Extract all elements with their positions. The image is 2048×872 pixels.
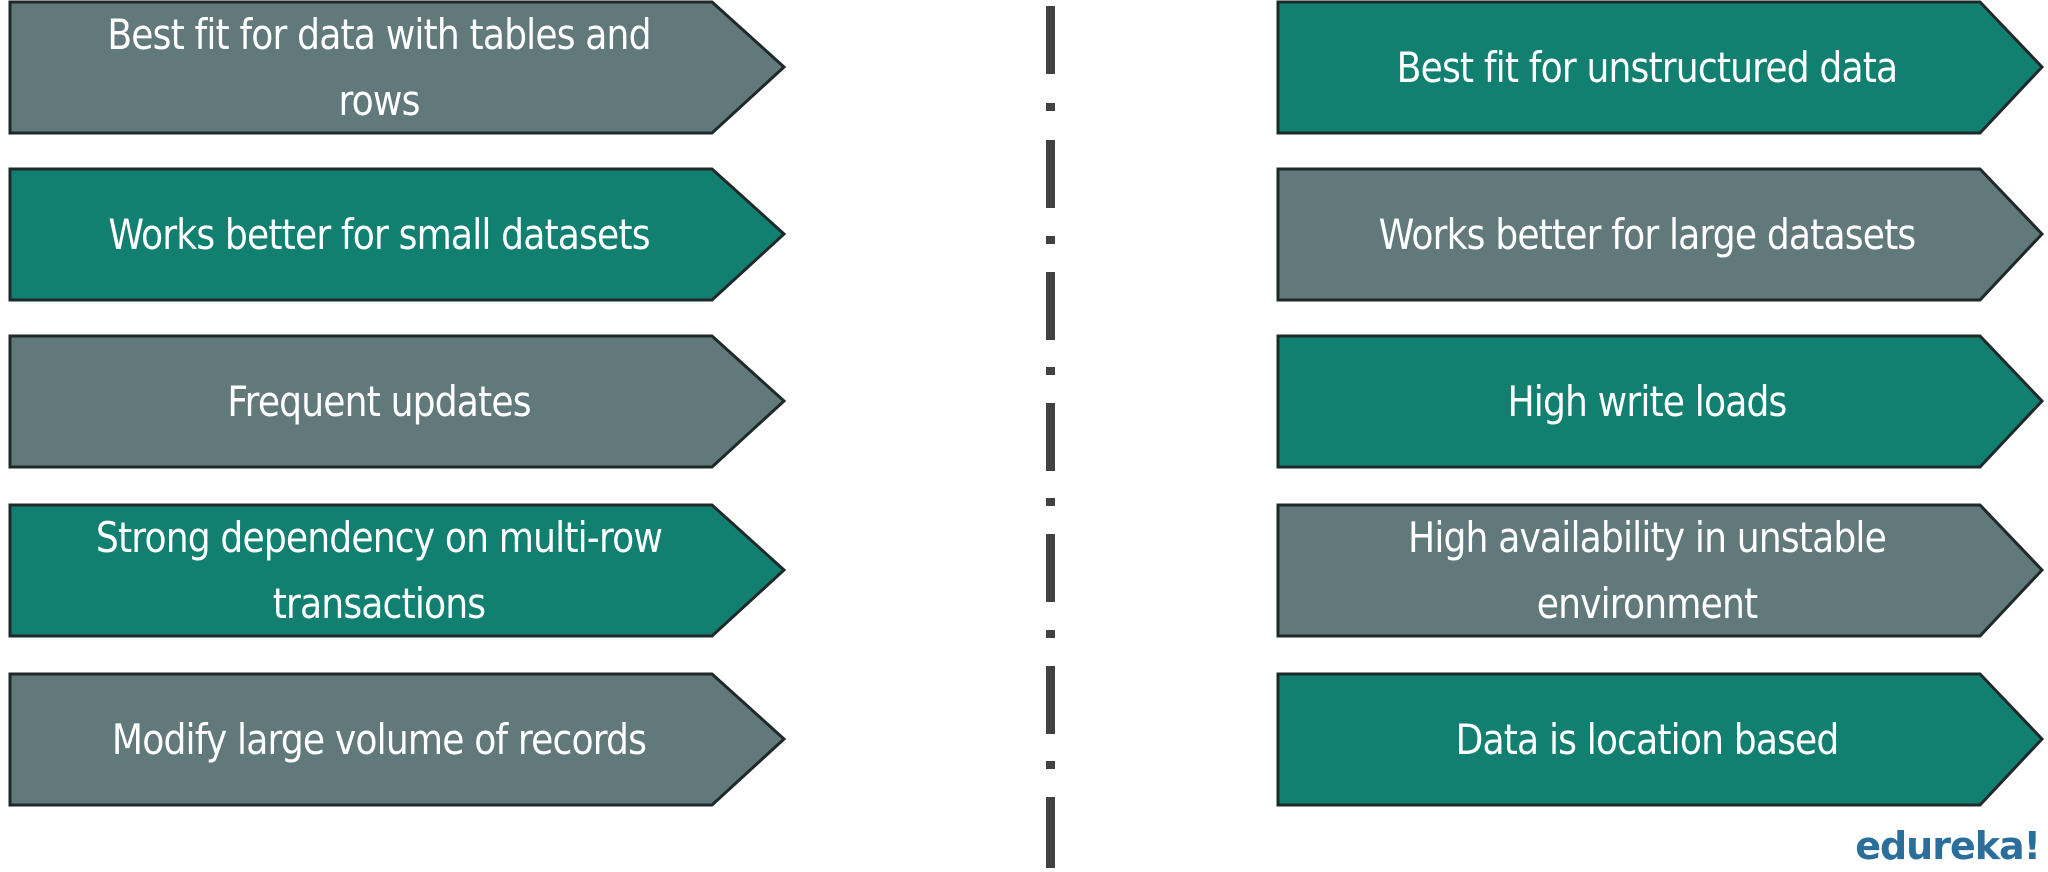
left-arrow-1-label: Best fit for data with tables and rows xyxy=(107,9,651,125)
arrow-fill xyxy=(1276,0,2045,135)
arrow-shape xyxy=(8,334,787,469)
left-arrow-5: Modify large volume of records xyxy=(8,672,788,807)
right-arrow-5: Data is location based xyxy=(1276,672,2048,807)
left-arrow-1: Best fit for data with tables and rows xyxy=(8,0,788,135)
left-arrow-3-label: Frequent updates xyxy=(227,376,531,426)
arrow-shape xyxy=(1276,672,2045,807)
arrow-fill xyxy=(8,0,787,135)
arrow-fill xyxy=(8,167,787,302)
edureka-logo: edureka! xyxy=(1855,824,2041,868)
arrow-fill xyxy=(8,334,787,469)
arrow-shape xyxy=(1276,503,2045,638)
arrow-shape xyxy=(1276,334,2045,469)
left-arrow-5-label: Modify large volume of records xyxy=(111,714,647,764)
arrow-shape xyxy=(1276,0,2045,135)
dash-dot-divider xyxy=(1046,6,1055,868)
divider-segments xyxy=(1046,6,1055,868)
right-arrow-2: Works better for large datasets xyxy=(1276,167,2048,302)
arrow-fill xyxy=(1276,167,2045,302)
right-arrow-3-label: High write loads xyxy=(1507,376,1787,426)
left-arrow-3: Frequent updates xyxy=(8,334,788,469)
arrow-fill xyxy=(1276,334,2045,469)
arrow-fill xyxy=(1276,672,2045,807)
arrow-shape xyxy=(8,672,787,807)
right-arrow-2-label: Works better for large datasets xyxy=(1378,209,1917,259)
right-arrow-4: High availability in unstable environmen… xyxy=(1276,503,2048,638)
left-arrow-4-label: Strong dependency on multi-row transacti… xyxy=(95,512,663,628)
arrow-shape xyxy=(1276,167,2045,302)
arrow-shape xyxy=(8,503,787,638)
right-arrow-1-label: Best fit for unstructured data xyxy=(1396,42,1899,92)
right-arrow-4-label: High availability in unstable environmen… xyxy=(1408,512,1887,628)
arrow-shape xyxy=(8,167,787,302)
arrow-shape xyxy=(8,0,787,135)
arrow-fill xyxy=(8,503,787,638)
right-arrow-3: High write loads xyxy=(1276,334,2048,469)
right-arrow-5-label: Data is location based xyxy=(1455,714,1840,764)
left-arrow-2-label: Works better for small datasets xyxy=(108,209,650,259)
left-arrow-4: Strong dependency on multi-row transacti… xyxy=(8,503,788,638)
arrow-fill xyxy=(1276,503,2045,638)
right-arrow-1: Best fit for unstructured data xyxy=(1276,0,2048,135)
arrow-fill xyxy=(8,672,787,807)
left-arrow-2: Works better for small datasets xyxy=(8,167,788,302)
